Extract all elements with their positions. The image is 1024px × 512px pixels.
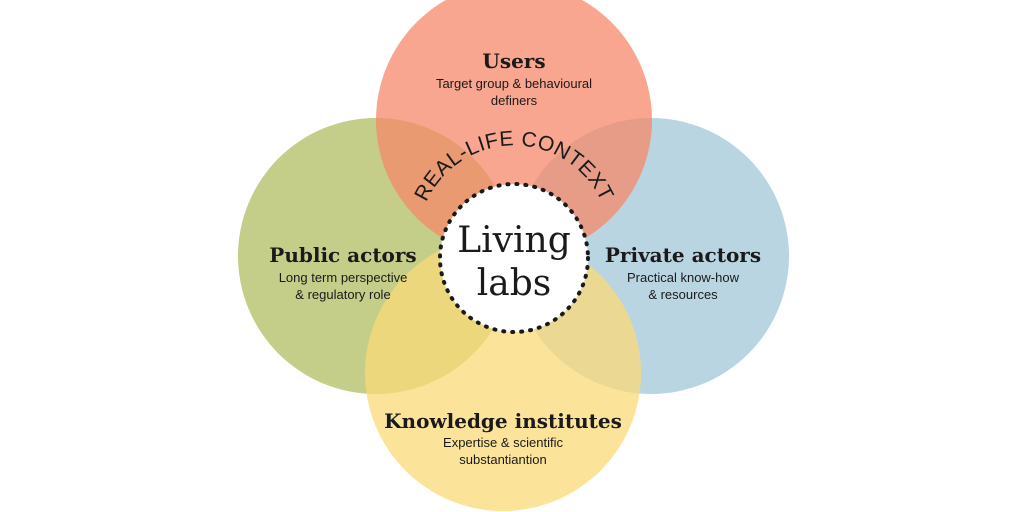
private-actors-desc-line2: & resources	[648, 287, 718, 302]
knowledge-institutes-title: Knowledge institutes	[384, 409, 622, 433]
users-desc-line1: Target group & behavioural	[436, 76, 592, 91]
center-title-line1: Living	[457, 220, 571, 261]
public-actors-title: Public actors	[269, 243, 416, 267]
center-circle	[438, 182, 590, 334]
public-actors-desc-line2: & regulatory role	[295, 287, 390, 302]
users-desc-line2: definers	[491, 93, 538, 108]
users-title: Users	[482, 49, 545, 73]
circle-users	[376, 0, 652, 258]
center-title-line2: labs	[477, 263, 552, 304]
circle-knowledge-institutes	[365, 235, 641, 511]
public-actors-desc-line1: Long term perspective	[279, 270, 408, 285]
knowledge-institutes-desc-line2: substantiantion	[459, 452, 546, 467]
knowledge-institutes-desc-line1: Expertise & scientific	[443, 435, 563, 450]
private-actors-title: Private actors	[605, 243, 761, 267]
private-actors-desc-line1: Practical know-how	[627, 270, 740, 285]
